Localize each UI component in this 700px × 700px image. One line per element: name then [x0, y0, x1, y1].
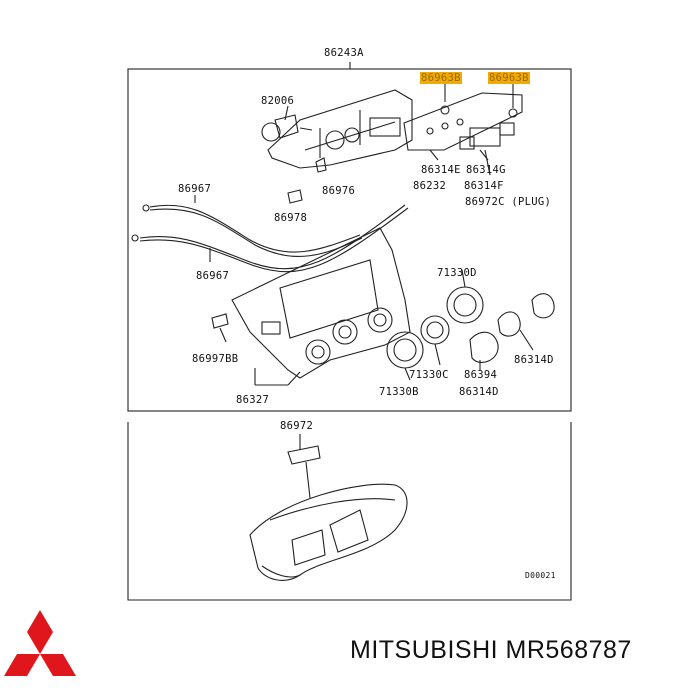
label-82006: 82006: [261, 95, 295, 107]
plug-86972: [287, 445, 321, 465]
label-86967-top: 86967: [178, 183, 212, 195]
label-86232: 86232: [413, 180, 447, 192]
dashboard: [249, 483, 408, 581]
label-71330d: 71330D: [437, 267, 477, 279]
label-86972: 86972: [280, 420, 314, 432]
label-86243a: 86243A: [324, 47, 364, 59]
label-86967-bottom: 86967: [196, 270, 230, 282]
label-86997bb: 86997BB: [192, 353, 239, 365]
switch-panel: [403, 92, 523, 151]
face-panel: [211, 227, 411, 379]
clip-86976: [315, 157, 327, 173]
label-71330c: 71330C: [409, 369, 449, 381]
label-86314d-bottom: 86314D: [459, 386, 499, 398]
label-86394: 86394: [464, 369, 498, 381]
label-86963b-right: 86963B: [488, 72, 530, 84]
cable-upper: [149, 204, 361, 253]
label-86972c: 86972C (PLUG): [465, 196, 552, 208]
lower-frame: [127, 422, 572, 601]
label-86963b-left: 86963B: [420, 72, 462, 84]
label-86314d-right: 86314D: [514, 354, 554, 366]
label-86978: 86978: [274, 212, 308, 224]
label-86314f: 86314F: [464, 180, 504, 192]
label-86314e: 86314E: [421, 164, 461, 176]
label-86314g: 86314G: [466, 164, 506, 176]
control-unit-assembly: [261, 89, 413, 169]
drawing-code: D00021: [525, 571, 556, 580]
clip-86978: [287, 189, 303, 204]
brand-part-number: MITSUBISHI MR568787: [350, 636, 632, 664]
label-86976: 86976: [322, 185, 356, 197]
label-86327: 86327: [236, 394, 270, 406]
mitsubishi-logo: [4, 610, 76, 676]
label-71330b: 71330B: [379, 386, 419, 398]
